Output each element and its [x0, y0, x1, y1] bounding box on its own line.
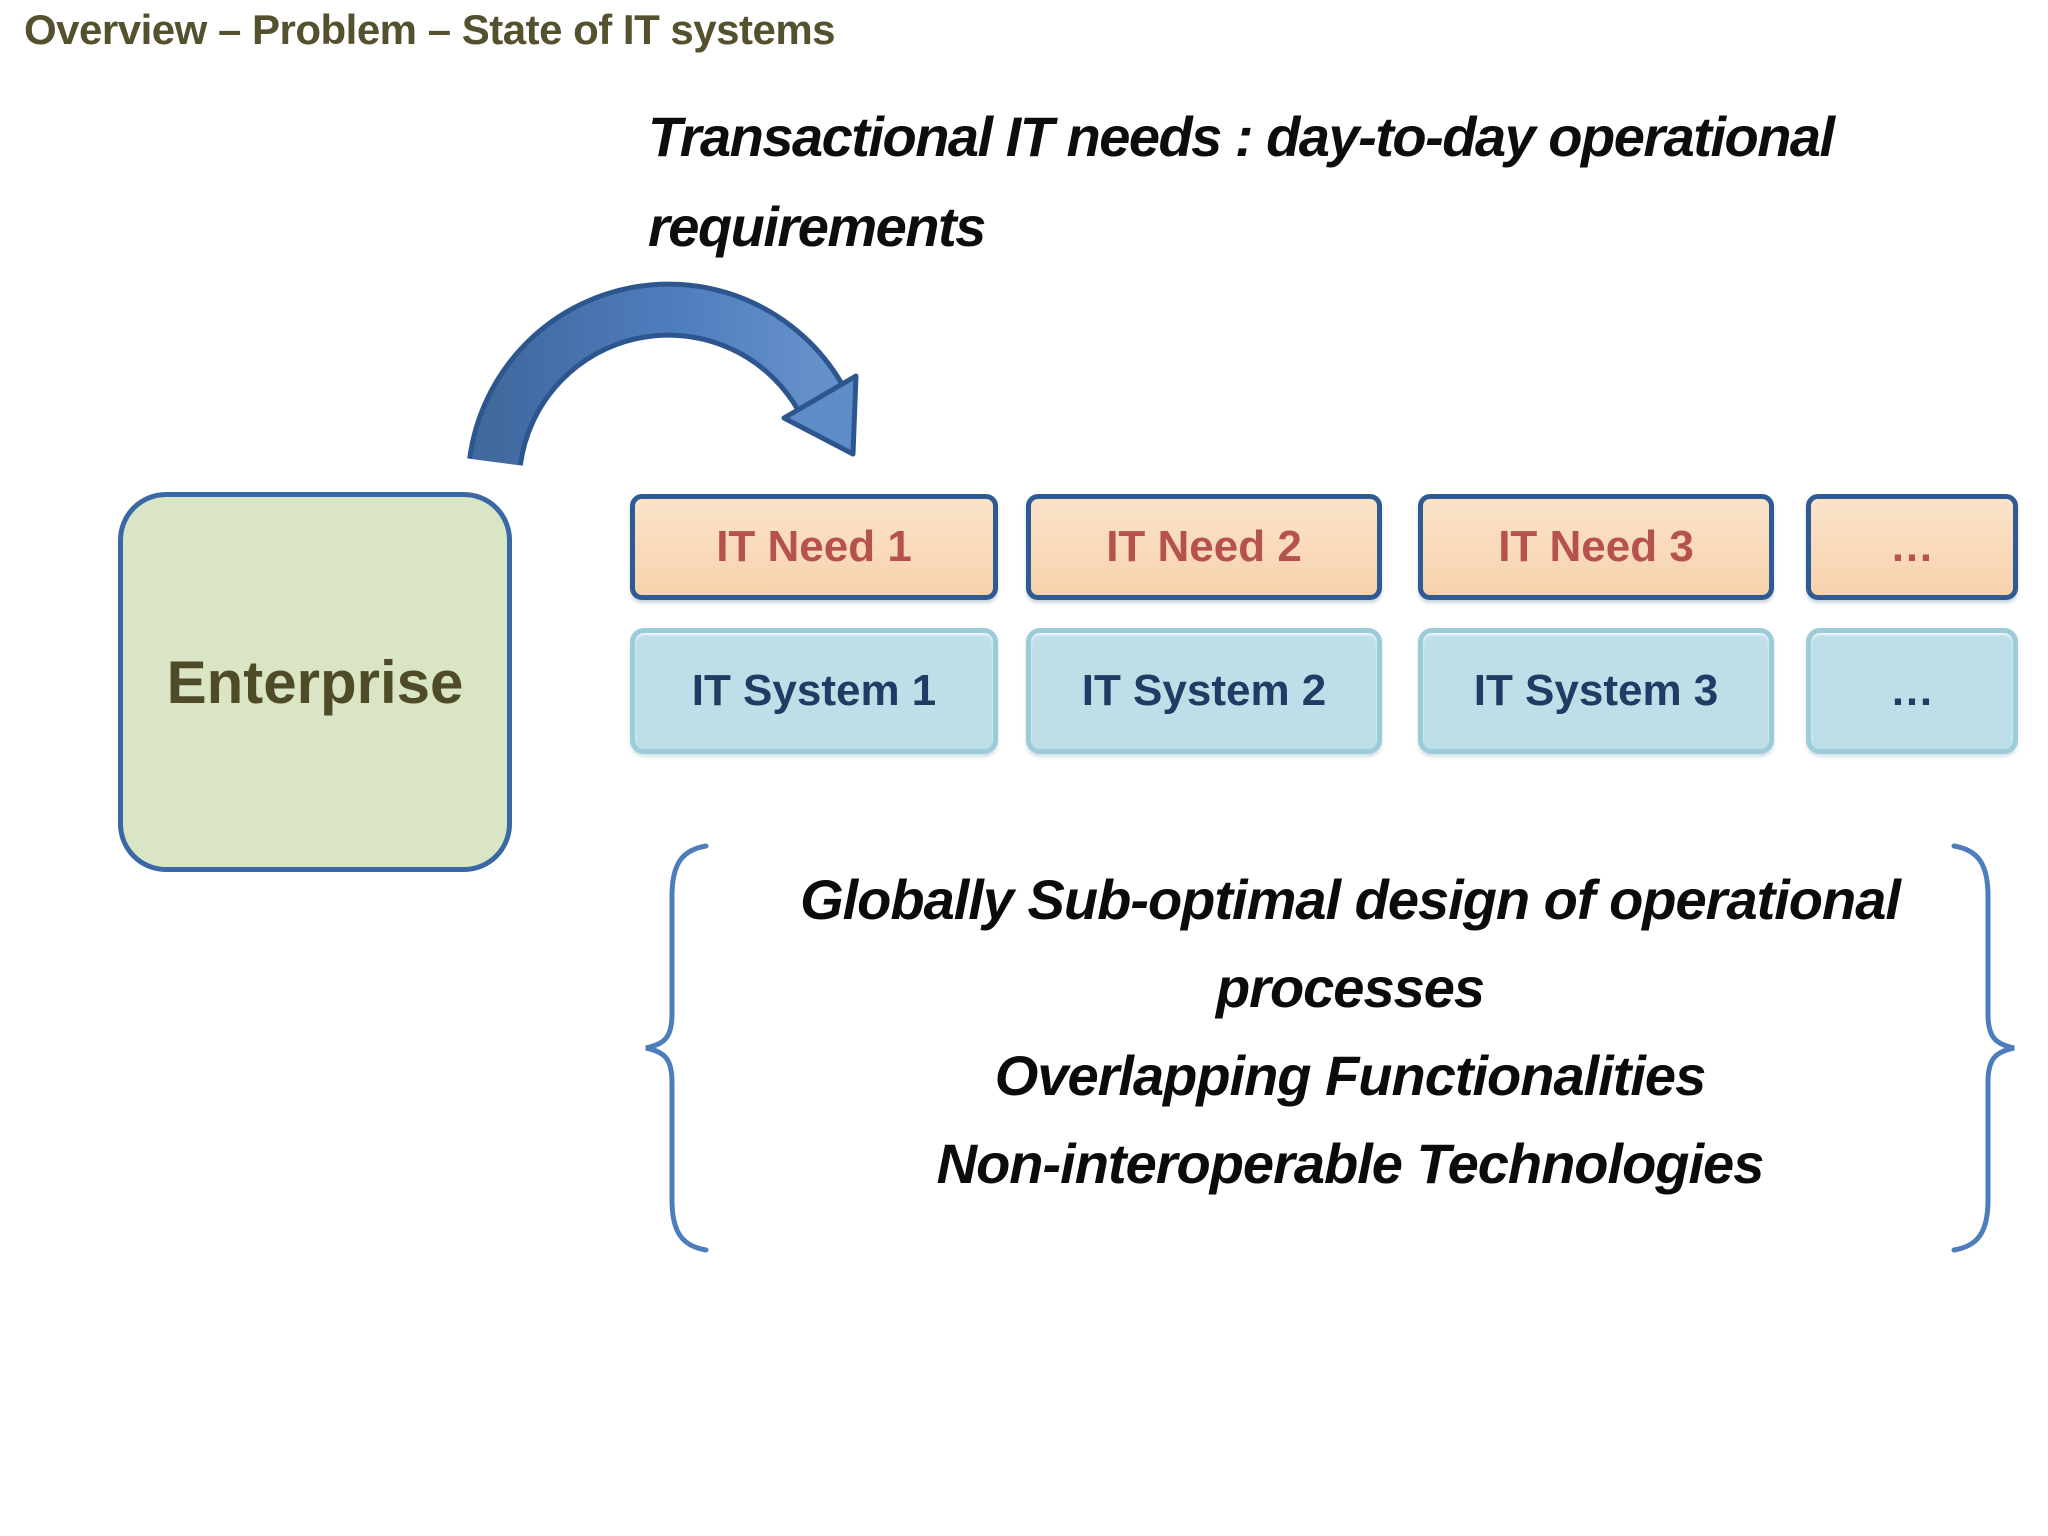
it-need-label: …	[1890, 522, 1934, 571]
it-system-box-2: IT System 2	[1026, 628, 1382, 754]
it-system-box-ellipsis: …	[1806, 628, 2018, 754]
heading-line-1: Transactional IT needs : day-to-day oper…	[648, 105, 1835, 168]
curved-arrow-icon	[467, 281, 859, 467]
transactional-needs-heading: Transactional IT needs : day-to-day oper…	[648, 92, 2048, 272]
enterprise-label: Enterprise	[166, 648, 464, 716]
heading-line-2: requirements	[648, 195, 986, 258]
right-brace-icon	[1951, 843, 2015, 1253]
it-need-box-2: IT Need 2	[1026, 494, 1382, 600]
it-need-box-1: IT Need 1	[630, 494, 998, 600]
problems-summary: Globally Sub-optimal design of operation…	[720, 856, 1980, 1208]
left-brace-icon	[645, 843, 709, 1253]
it-system-label: …	[1890, 666, 1934, 715]
it-system-label: IT System 3	[1473, 666, 1719, 715]
it-need-label: IT Need 2	[1106, 522, 1302, 571]
enterprise-box: Enterprise	[118, 492, 512, 872]
it-system-label: IT System 1	[691, 666, 937, 715]
it-system-box-3: IT System 3	[1418, 628, 1774, 754]
problem-line: Non-interoperable Technologies	[936, 1132, 1765, 1195]
it-need-box-ellipsis: …	[1806, 494, 2018, 600]
page-title: Overview – Problem – State of IT systems	[24, 6, 836, 53]
problem-line: Overlapping Functionalities	[994, 1044, 1706, 1107]
it-need-label: IT Need 1	[716, 522, 912, 571]
it-need-label: IT Need 3	[1498, 522, 1694, 571]
it-system-label: IT System 2	[1081, 666, 1327, 715]
problem-line: Globally Sub-optimal design of operation…	[800, 868, 1901, 1019]
it-system-box-1: IT System 1	[630, 628, 998, 754]
it-need-box-3: IT Need 3	[1418, 494, 1774, 600]
